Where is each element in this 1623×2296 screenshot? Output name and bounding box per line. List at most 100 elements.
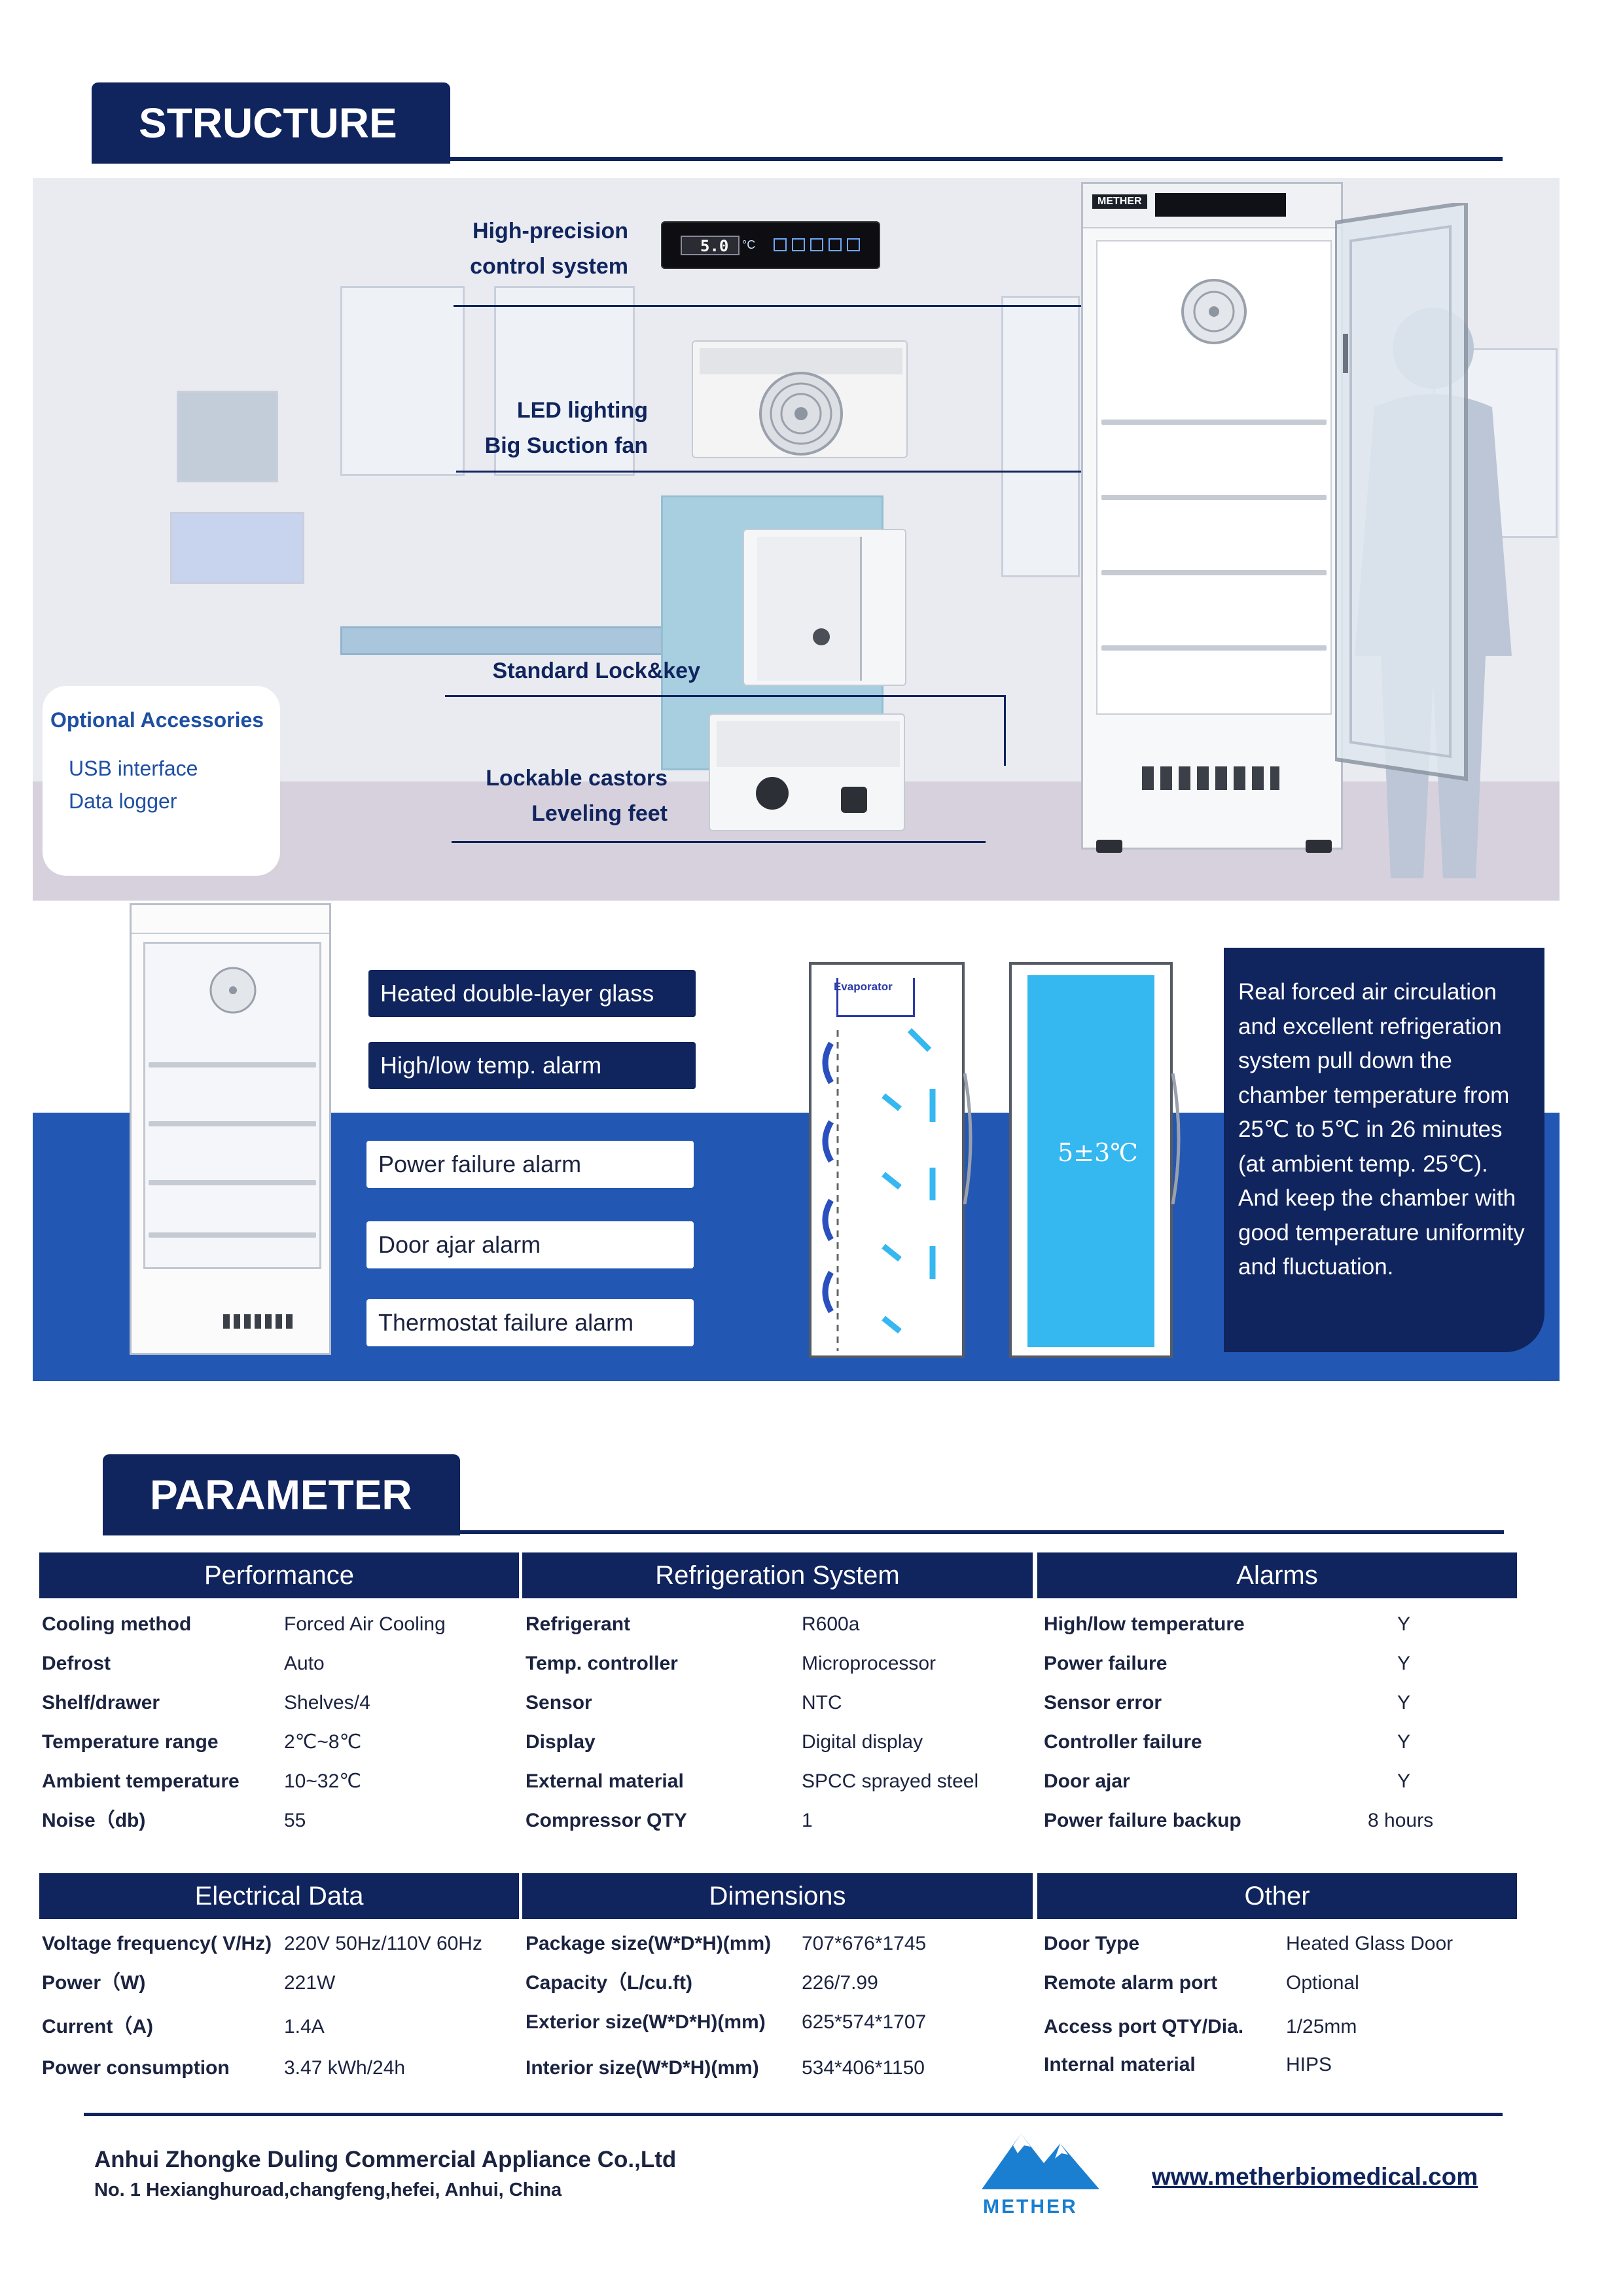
param-value: 226/7.99 bbox=[802, 1972, 878, 1994]
callout-control-system: High-precision control system bbox=[366, 213, 628, 284]
other-header: Other bbox=[1037, 1873, 1517, 1919]
fridge-small-shelf bbox=[149, 1232, 316, 1238]
fridge-fan-icon bbox=[1181, 279, 1247, 344]
accessories-title: Optional Accessories bbox=[50, 708, 264, 732]
temp-range-label: 5±3℃ bbox=[1058, 1138, 1138, 1167]
param-label: Shelf/drawer bbox=[42, 1692, 160, 1713]
control-panel-photo: 5.0 °C bbox=[661, 221, 880, 269]
callout-line-castor bbox=[452, 841, 986, 843]
fridge-shelf bbox=[1101, 495, 1327, 500]
fan-icon bbox=[700, 348, 902, 456]
param-label: Power consumption bbox=[42, 2057, 230, 2079]
param-value: Optional bbox=[1286, 1972, 1359, 1994]
panel-button-icon bbox=[774, 238, 787, 251]
param-value: Y bbox=[1397, 1731, 1411, 1753]
mountain-logo-icon bbox=[982, 2134, 1099, 2189]
parameter-rule bbox=[460, 1530, 1504, 1534]
temp-zone-door-handle bbox=[1171, 1073, 1181, 1204]
param-label: Internal material bbox=[1044, 2054, 1196, 2075]
param-value: Digital display bbox=[802, 1731, 923, 1753]
param-label: Interior size(W*D*H)(mm) bbox=[526, 2057, 759, 2079]
param-label: Power（W) bbox=[42, 1972, 146, 1994]
fridge-small-shelf bbox=[149, 1180, 316, 1185]
param-value: 707*676*1745 bbox=[802, 1933, 927, 1954]
fridge-small-shelf bbox=[149, 1062, 316, 1067]
medical-cart bbox=[170, 512, 304, 584]
param-label: Sensor error bbox=[1044, 1692, 1162, 1713]
param-value: 55 bbox=[284, 1810, 306, 1831]
temp-zone-diagram: 5±3℃ bbox=[1009, 962, 1173, 1358]
fridge-shelf bbox=[1101, 420, 1327, 425]
table-row: Exterior size(W*D*H)(mm)625*574*1707 bbox=[526, 2009, 984, 2036]
param-value: NTC bbox=[802, 1692, 842, 1713]
param-label: Power failure bbox=[1044, 1653, 1168, 1674]
feature-heated-glass: Heated double-layer glass bbox=[368, 970, 696, 1017]
param-value: Shelves/4 bbox=[284, 1692, 370, 1713]
callout-line-lock bbox=[445, 695, 1006, 697]
table-row: Power failure Y bbox=[1044, 1651, 1502, 1677]
param-value: SPCC sprayed steel bbox=[802, 1770, 979, 1792]
callout-castor-line2: Leveling feet bbox=[531, 801, 668, 826]
param-value: Forced Air Cooling bbox=[284, 1613, 446, 1635]
company-name: Anhui Zhongke Duling Commercial Applianc… bbox=[94, 2147, 677, 2172]
param-label: External material bbox=[526, 1770, 684, 1792]
alarms-header: Alarms bbox=[1037, 1552, 1517, 1598]
panel-display-unit: °C bbox=[742, 238, 756, 251]
fridge-castor bbox=[1096, 840, 1122, 853]
param-value: Heated Glass Door bbox=[1286, 1933, 1454, 1954]
parameter-title: PARAMETER bbox=[103, 1454, 460, 1535]
lock-photo bbox=[743, 529, 906, 686]
param-value: 1 bbox=[802, 1810, 813, 1831]
param-label: Exterior size(W*D*H)(mm) bbox=[526, 2011, 766, 2033]
param-label: Temperature range bbox=[42, 1731, 219, 1753]
fridge-small-fan-icon bbox=[209, 967, 257, 1014]
fridge-top-panel: METHER bbox=[1083, 184, 1341, 228]
feature-thermostat: Thermostat failure alarm bbox=[366, 1299, 694, 1346]
param-value: Auto bbox=[284, 1653, 325, 1674]
param-label: Access port QTY/Dia. bbox=[1044, 2016, 1244, 2037]
fridge-brand-badge: METHER bbox=[1092, 194, 1147, 209]
structure-rule bbox=[450, 157, 1503, 161]
table-row: Interior size(W*D*H)(mm) 534*406*1150 bbox=[526, 2055, 984, 2081]
airflow-door-handle bbox=[963, 1073, 972, 1204]
wall-poster-heart bbox=[494, 286, 635, 476]
website-link[interactable]: www.metherbiomedical.com bbox=[1152, 2163, 1478, 2190]
param-value: Y bbox=[1397, 1613, 1411, 1635]
fridge-shelf bbox=[1101, 645, 1327, 651]
param-label: Current（A) bbox=[42, 2016, 153, 2037]
evaporator-box bbox=[836, 978, 915, 1017]
callout-control-line1: High-precision bbox=[472, 219, 628, 243]
footer-rule bbox=[84, 2113, 1503, 2116]
fan-photo bbox=[692, 340, 908, 458]
param-value: 1.4A bbox=[284, 2016, 325, 2037]
param-label: Ambient temperature bbox=[42, 1770, 240, 1792]
param-value: 534*406*1150 bbox=[802, 2057, 925, 2079]
callout-led-line2: Big Suction fan bbox=[484, 433, 648, 458]
lock-door-edge bbox=[757, 537, 862, 681]
table-row: Current（A) 1.4A bbox=[42, 2014, 500, 2040]
callout-line-led bbox=[456, 471, 1081, 473]
feature-temp-alarm: High/low temp. alarm bbox=[368, 1042, 696, 1089]
castor-wheel-icon bbox=[756, 777, 789, 810]
company-address: No. 1 Hexianghuroad,changfeng,hefei, Anh… bbox=[94, 2179, 562, 2200]
table-row: Power（W)221W bbox=[42, 1970, 500, 1996]
param-label: Temp. controller bbox=[526, 1653, 678, 1674]
param-value: Y bbox=[1397, 1653, 1411, 1674]
callout-line-control bbox=[454, 305, 1082, 307]
param-value: Microprocessor bbox=[802, 1653, 936, 1674]
logo-text: METHER bbox=[983, 2196, 1078, 2217]
param-value: 220V 50Hz/110V 60Hz bbox=[284, 1933, 482, 1954]
evaporator-label: Evaporator bbox=[834, 980, 893, 993]
callout-led-fan: LED lighting Big Suction fan bbox=[366, 393, 648, 463]
